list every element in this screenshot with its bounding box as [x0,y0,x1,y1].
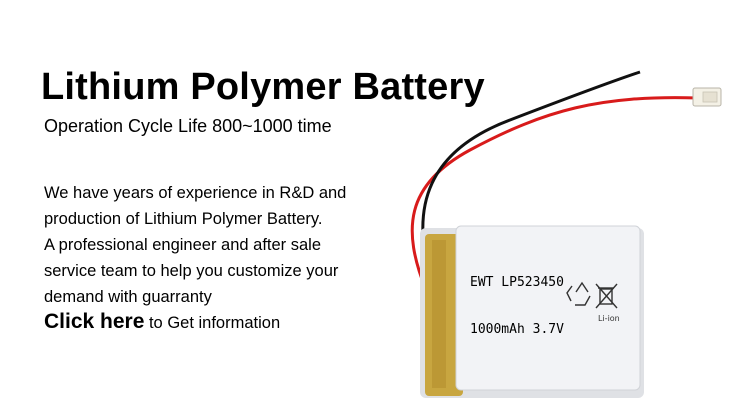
red-wire [410,96,699,291]
banner-subtitle: Operation Cycle Life 800~1000 time [44,116,332,136]
description-line: service team to help you customize your [44,262,339,280]
connector-icon [692,87,722,107]
crossed-bin-icon [595,283,618,309]
description-line: We have years of experience in R&D and [44,184,347,202]
cta: Click here to Get information [44,310,280,334]
battery-cell [420,225,644,398]
chemistry-label: Li-ion [598,314,620,323]
recycle-icon [566,281,591,306]
battery-model: EWT LP523450 [470,275,564,290]
description-line: production of Lithium Polymer Battery. [44,210,323,228]
banner-title: Lithium Polymer Battery [41,66,485,108]
cta-text: to Get information [144,314,281,332]
black-wire [421,70,641,283]
click-here-link[interactable]: Click here [44,310,145,333]
description-line: demand with guarranty [44,288,212,306]
description-line: A professional engineer and after sale [44,236,322,254]
battery-capacity: 1000mAh 3.7V [470,322,564,337]
description-block: We have years of experience in R&D and p… [44,180,394,310]
